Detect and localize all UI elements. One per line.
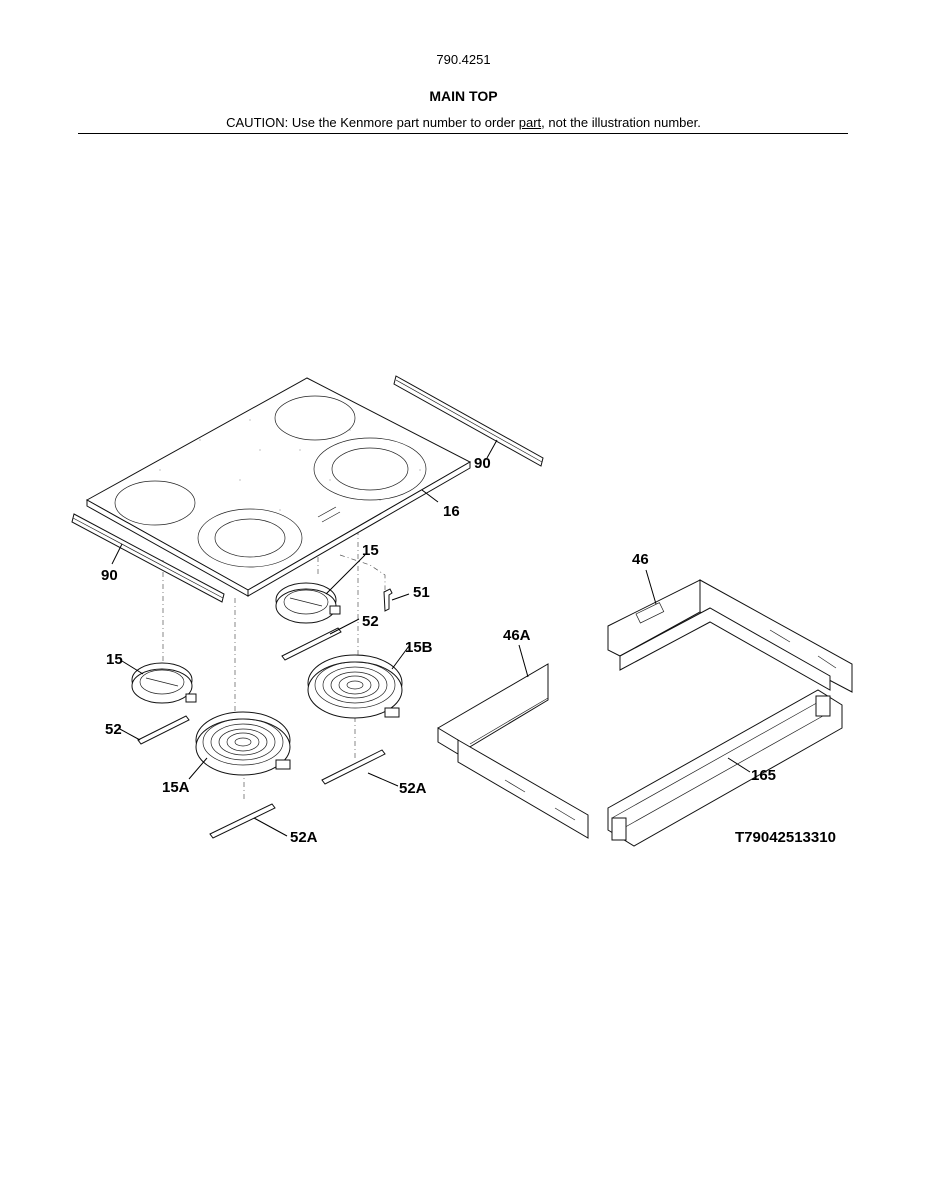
bracket-52a-bottom[interactable] <box>209 803 276 839</box>
large-element-15a[interactable] <box>195 711 291 776</box>
bracket-52-left[interactable] <box>137 715 190 745</box>
model-number: 790.4251 <box>436 52 491 67</box>
small-element-left[interactable] <box>131 662 197 704</box>
callout-15b: 15B <box>405 639 433 656</box>
callout-52-top: 52 <box>362 613 379 630</box>
callout-15a: 15A <box>162 779 190 796</box>
callout-15-left: 15 <box>106 651 123 668</box>
callout-165: 165 <box>751 767 776 784</box>
header-divider <box>78 133 848 134</box>
front-support-165[interactable] <box>607 689 843 847</box>
trim-strip-left[interactable] <box>71 513 225 603</box>
glass-cooktop-part[interactable] <box>85 377 472 597</box>
callout-90-top: 90 <box>474 455 491 472</box>
callout-52-left: 52 <box>105 721 122 738</box>
section-title: MAIN TOP <box>429 88 498 104</box>
alignment-lines <box>162 530 386 800</box>
callout-52a-bottom: 52A <box>290 829 318 846</box>
callout-51: 51 <box>413 584 430 601</box>
part-link[interactable]: part <box>518 115 542 130</box>
side-support-46a[interactable] <box>437 663 589 839</box>
callout-46a: 46A <box>503 627 531 644</box>
clip-part[interactable] <box>383 588 393 612</box>
callout-15-top: 15 <box>362 542 379 559</box>
trim-strip-top[interactable] <box>393 375 544 467</box>
large-element-15b[interactable] <box>307 654 403 719</box>
bracket-52a-right[interactable] <box>321 749 386 785</box>
caution-suffix: , not the illustration number. <box>541 115 701 130</box>
caution-prefix: CAUTION: Use the Kenmore part number to … <box>226 115 519 130</box>
small-element-top[interactable] <box>275 582 341 624</box>
bracket-52-top[interactable] <box>281 627 342 661</box>
diagram-id: T79042513310 <box>735 829 836 846</box>
callout-46: 46 <box>632 551 649 568</box>
callout-90-left: 90 <box>101 567 118 584</box>
callout-52a-right: 52A <box>399 780 427 797</box>
leader-lines <box>111 439 751 837</box>
caution-note: CAUTION: Use the Kenmore part number to … <box>0 115 927 130</box>
callout-16: 16 <box>443 503 460 520</box>
rear-support-46[interactable] <box>607 579 853 693</box>
